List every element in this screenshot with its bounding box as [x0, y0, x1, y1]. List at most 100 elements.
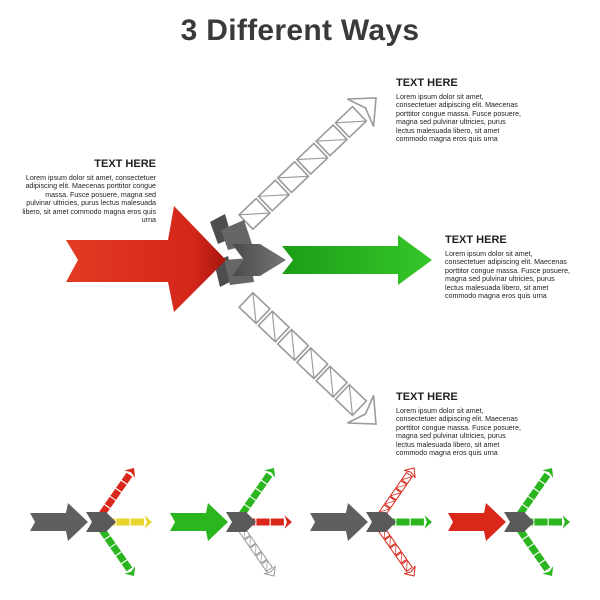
variant-mid-segment	[130, 518, 144, 526]
upper-arrow-hatch	[296, 157, 328, 161]
upper-outline-arrow	[237, 97, 377, 231]
variant-down-segment	[528, 544, 540, 556]
lower-arrow-hatch	[329, 366, 334, 398]
variant-diagram	[30, 468, 152, 576]
variant-up-hatch	[384, 500, 396, 505]
variant-input-arrow	[170, 503, 228, 541]
text-block-heading: TEXT HERE	[396, 391, 458, 403]
variant-diagram	[170, 468, 292, 577]
variant-down-segment	[539, 560, 551, 572]
variant-connector	[366, 512, 396, 532]
variant-down-hatch	[389, 536, 391, 548]
variant-up-segment	[244, 496, 256, 508]
upper-arrow-hatch	[316, 138, 348, 142]
text-block-lower: TEXT HERE Lorem ipsum dolor sit amet, co…	[396, 391, 526, 457]
variant-input-arrow	[448, 503, 506, 541]
variant-diagram	[310, 467, 432, 577]
variant-up-segment	[539, 472, 551, 484]
text-block-left: TEXT HERE Lorem ipsum dolor sit amet, co…	[20, 158, 156, 224]
lower-arrow-hatch	[348, 384, 354, 416]
text-block-body: Lorem ipsum dolor sit amet, consectetuer…	[396, 93, 521, 144]
variant-mid-head	[144, 515, 152, 529]
upper-arrow-hatch	[335, 120, 367, 124]
variant-up-segment	[534, 480, 545, 492]
variant-down-hatch	[266, 560, 268, 572]
text-block-upper: TEXT HERE Lorem ipsum dolor sit amet, co…	[396, 77, 526, 143]
variant-up-hatch	[395, 484, 407, 489]
variant-down-segment	[522, 536, 534, 548]
lower-arrow-hatch	[310, 347, 315, 379]
text-block-right: TEXT HERE Lorem ipsum dolor sit amet, co…	[445, 234, 575, 300]
variant-up-head	[264, 468, 276, 478]
variant-down-segment	[110, 544, 122, 556]
variant-up-head	[124, 468, 136, 478]
upper-arrow-hatch	[277, 175, 309, 179]
variant-up-hatch	[379, 508, 390, 513]
text-block-heading: TEXT HERE	[445, 234, 507, 246]
variant-up-segment	[522, 496, 534, 508]
variant-down-segment	[121, 560, 133, 572]
variant-down-hatch	[249, 536, 251, 548]
variant-down-hatch	[254, 544, 257, 556]
middle-gray-segments	[210, 214, 286, 287]
variant-row	[30, 467, 570, 577]
text-block-heading: TEXT HERE	[396, 77, 458, 89]
variant-up-segment	[121, 472, 133, 484]
upper-arrow-hatch	[258, 194, 290, 197]
variant-up-hatch	[401, 476, 413, 481]
variant-up-segment	[261, 472, 273, 484]
variant-up-head	[404, 467, 416, 479]
variant-connector	[226, 512, 256, 532]
variant-up-hatch	[390, 492, 402, 497]
upper-arrow-hatch	[239, 212, 270, 216]
variant-up-segment	[104, 496, 116, 508]
text-block-heading: TEXT HERE	[94, 158, 156, 170]
variant-down-segment	[116, 552, 127, 564]
text-block-body: Lorem ipsum dolor sit amet, consectetuer…	[22, 174, 156, 225]
lower-arrow-head	[347, 395, 377, 425]
variant-down-hatch	[406, 560, 408, 572]
variant-mid-segment	[548, 518, 562, 526]
variant-diagram	[448, 468, 570, 576]
variant-mid-head	[424, 515, 432, 529]
variant-mid-segment	[116, 518, 130, 526]
variant-down-head	[264, 565, 276, 577]
variant-connector	[86, 512, 116, 532]
variant-up-segment	[256, 480, 267, 492]
variant-up-head	[542, 468, 554, 478]
green-arrow	[282, 235, 432, 285]
variant-input-arrow	[30, 503, 88, 541]
variant-down-hatch	[400, 552, 403, 564]
variant-mid-segment	[396, 518, 410, 526]
variant-mid-segment	[534, 518, 548, 526]
text-block-body: Lorem ipsum dolor sit amet, consectetuer…	[396, 407, 521, 458]
variant-up-segment	[250, 488, 262, 500]
upper-arrow-head	[347, 97, 377, 127]
lower-outline-arrow	[237, 291, 377, 425]
page-title: 3 Different Ways	[180, 14, 420, 47]
lower-arrow-hatch	[252, 292, 257, 324]
variant-down-head	[404, 565, 416, 577]
variant-up-segment	[110, 488, 122, 500]
variant-mid-head	[562, 515, 570, 529]
red-arrow	[66, 206, 226, 312]
variant-connector	[504, 512, 534, 532]
variant-down-hatch	[394, 544, 397, 556]
variant-input-arrow	[310, 503, 368, 541]
text-block-body: Lorem ipsum dolor sit amet, consectetuer…	[445, 250, 570, 301]
variant-down-segment	[104, 536, 116, 548]
variant-mid-segment	[270, 518, 284, 526]
variant-down-hatch	[260, 552, 263, 564]
variant-up-segment	[528, 488, 540, 500]
variant-down-head	[124, 566, 136, 576]
variant-mid-segment	[410, 518, 424, 526]
variant-mid-head	[284, 515, 292, 529]
variant-down-segment	[534, 552, 545, 564]
variant-mid-segment	[256, 518, 270, 526]
variant-down-head	[542, 566, 554, 576]
lower-arrow-hatch	[290, 329, 296, 361]
variant-up-segment	[116, 480, 127, 492]
lower-arrow-hatch	[271, 311, 276, 342]
